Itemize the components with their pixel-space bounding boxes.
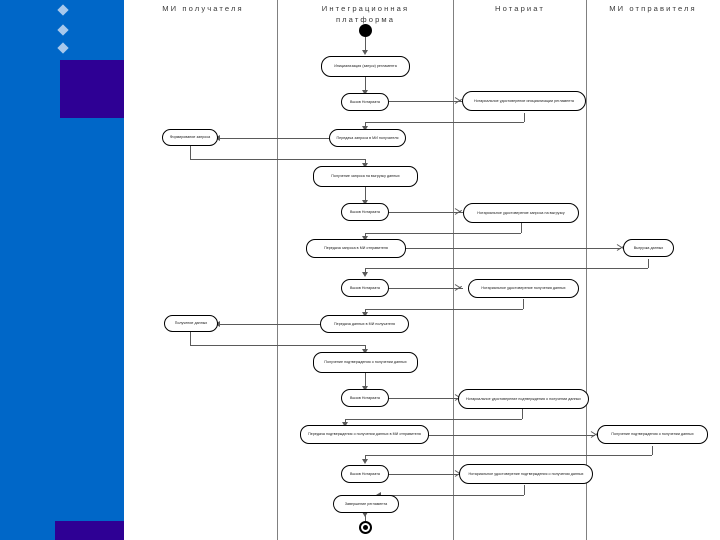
flow-a7-a8 [389,212,463,213]
flow-arrow-open [455,283,462,292]
activity-node[interactable]: Нотариальное удостоверение запроса на вы… [463,203,579,223]
activity-node[interactable]: Передача подтверждения о получении данны… [300,425,429,444]
lane-header-notary: Нотариат [495,4,545,13]
bullet-diamond-icon [57,24,69,36]
activity-node[interactable]: Передача запроса в МИ отправителя [306,239,406,258]
flow-arrow [362,126,368,131]
activity-node[interactable]: Получение подтверждения о получении данн… [313,352,418,373]
activity-node[interactable]: Вызов Нотариата [341,203,389,221]
flow-a10-a11-v2 [365,268,366,275]
activity-node[interactable]: Вызов Нотариата [341,465,389,483]
flow-a10-a11-h [365,268,648,269]
flow-a21-a22-v [524,485,525,495]
flow-a3-a4-h [365,122,524,123]
activity-node[interactable]: Получение подтверждения о получении данн… [597,425,708,444]
flow-arrow [342,422,348,427]
flow-a15-a16 [365,373,366,389]
activity-node[interactable]: Передача данных в МИ получателя [320,315,409,333]
activity-node[interactable]: Нотариальное удостоверение подтверждения… [458,389,589,409]
activity-node[interactable]: Вызов Нотариата [341,93,389,111]
activity-node[interactable]: Передача запроса в МИ получателя [329,129,406,147]
slide-side-panel [0,0,124,540]
flow-arrow [362,90,368,95]
flow-arrow [362,200,368,205]
lane-separator [277,0,278,540]
accent-block [60,60,124,118]
flow-arrow [362,236,368,241]
activity-node[interactable]: Нотариальное удостоверение инициализации… [462,91,586,111]
flow-a20-a21 [389,474,463,475]
lane-separator [586,0,587,540]
flow-start-a1 [365,37,366,52]
flow-arrow-open [455,207,462,216]
accent-block-bottom [55,521,124,540]
bullet-diamond-icon [57,4,69,16]
flow-a8-a9-h [365,233,521,234]
flow-a3-a4-v [524,113,525,122]
flow-a14-a15-h [190,345,365,346]
flow-a5-a6-v [190,146,191,159]
lane-header-platform: Интеграционная платформа [321,4,410,24]
flow-arrow [362,349,368,354]
flow-a18-a19 [429,435,595,436]
flow-a2-a3 [389,101,453,102]
flow-a14-a15-v2 [365,345,366,352]
activity-node[interactable]: Выгрузка данных [623,239,674,257]
initial-node [359,24,372,37]
activity-node[interactable]: Получение запроса на выгрузку данных [313,166,418,187]
flow-a11-a12 [389,288,463,289]
activity-node[interactable]: Вызов Нотариата [341,279,389,297]
activity-node[interactable]: Завершение регламента [333,495,399,513]
flow-a10-a11-v [648,259,649,268]
flow-a5-a6-v2 [365,159,366,166]
flow-a17-a18-v [522,409,523,419]
flow-arrow [362,272,368,277]
flow-a22-final [365,513,366,521]
flow-arrow [362,459,368,464]
activity-node[interactable]: Нотариальное удостоверение получения дан… [468,279,579,298]
flow-a19-a20-v [652,446,653,455]
lane-header-sender: МИ отправителя [609,4,697,13]
flow-arrow [362,312,368,317]
flow-a4-a5 [218,138,329,139]
flow-a5-a6-h [190,159,365,160]
flow-a14-a15-v [190,332,191,345]
flow-arrow [362,512,368,517]
flow-a19-a20-h [365,455,652,456]
activity-node[interactable]: Формирование запроса [162,129,218,146]
flow-a13-a14 [218,324,329,325]
lane-header-recipient: МИ получателя [162,4,244,13]
flow-a19-a20-v2 [365,455,366,462]
flow-a21-a22-h [379,495,524,496]
flow-arrow [362,50,368,55]
activity-node[interactable]: Получение данных [164,315,218,332]
flow-arrow-open [455,96,462,105]
flow-arrow [362,163,368,168]
flow-arrow [362,386,368,391]
flow-a1-a2 [365,77,366,93]
flow-a17-a18-h [345,419,522,420]
flow-a6-a7 [365,187,366,203]
flow-a16-a17 [389,398,463,399]
flow-a8-a9-v [521,223,522,233]
flow-a12-a13-v [523,299,524,309]
activity-node[interactable]: Инициализация (запуск) регламента [321,56,410,77]
flow-a12-a13-h [365,309,523,310]
bullet-diamond-icon [57,42,69,54]
activity-node[interactable]: Вызов Нотариата [341,389,389,407]
final-node [359,521,372,534]
flow-a9-a10 [406,248,621,249]
activity-diagram [124,0,720,540]
lane-separator [453,0,454,540]
flow-a3-a4-v2 [365,122,366,129]
activity-node[interactable]: Нотариальное удостоверение подтверждения… [459,464,593,484]
